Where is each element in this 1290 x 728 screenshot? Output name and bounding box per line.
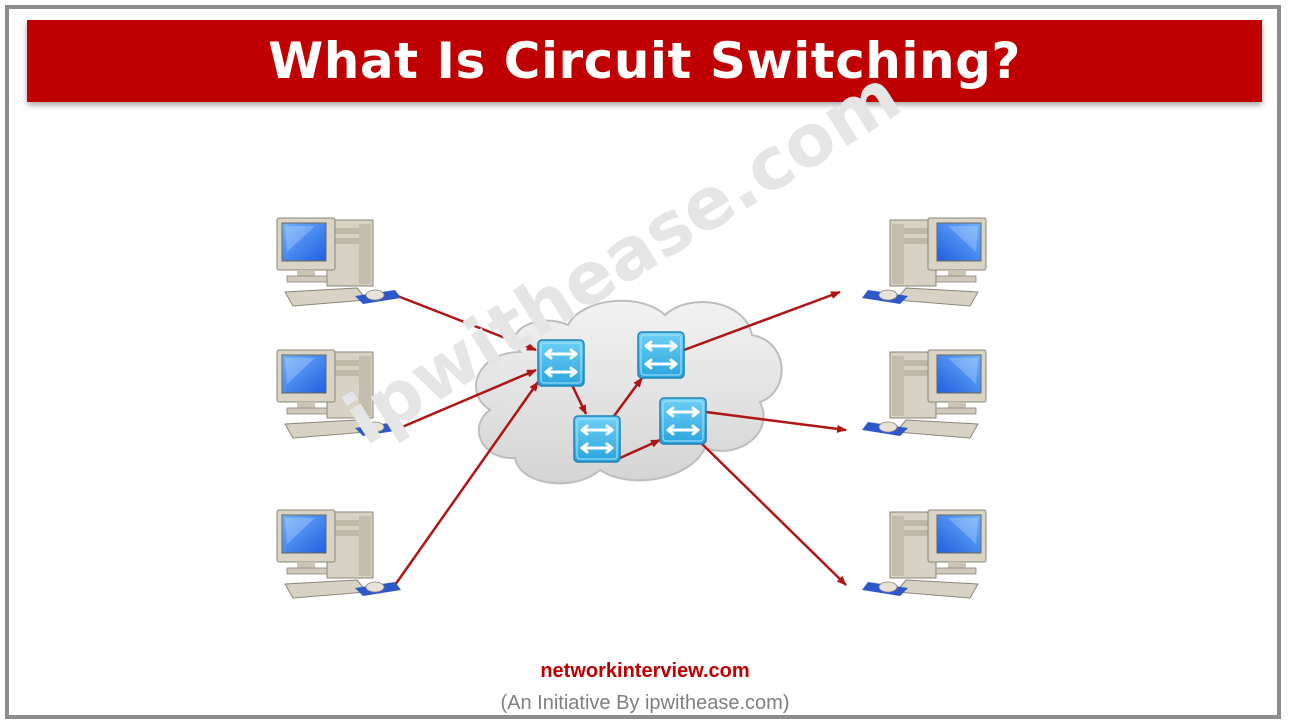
- footer-tagline: (An Initiative By ipwithease.com): [500, 692, 790, 714]
- connection-arrows: [393, 290, 847, 586]
- computer-right-1-icon: [862, 218, 986, 306]
- footer-site-name: networkinterview.com: [540, 660, 750, 682]
- link-left3-switch1: [393, 381, 540, 586]
- link-switch2-right1: [683, 290, 841, 352]
- computer-left-2-icon: [276, 349, 402, 439]
- network-cloud: [475, 299, 783, 485]
- computer-right-3-icon: [862, 510, 986, 598]
- link-switch3-switch4: [619, 438, 661, 460]
- switch-2-icon: [636, 330, 686, 380]
- title-banner: What Is Circuit Switching?: [27, 20, 1262, 102]
- computer-left-1-icon: [276, 217, 402, 307]
- computer-right-2-icon: [862, 350, 986, 438]
- link-left2-switch1: [394, 368, 537, 432]
- link-switch4-right2: [705, 410, 847, 433]
- page-title: What Is Circuit Switching?: [268, 32, 1021, 90]
- link-switch4-right3: [697, 439, 847, 586]
- link-switch1-switch3: [570, 384, 588, 415]
- switch-1-icon: [536, 338, 586, 388]
- link-switch3-switch2: [612, 377, 644, 417]
- computer-left-3-icon: [276, 509, 402, 599]
- link-left1-switch1: [394, 293, 537, 352]
- switch-3-icon: [572, 414, 622, 464]
- switch-4-icon: [658, 396, 708, 446]
